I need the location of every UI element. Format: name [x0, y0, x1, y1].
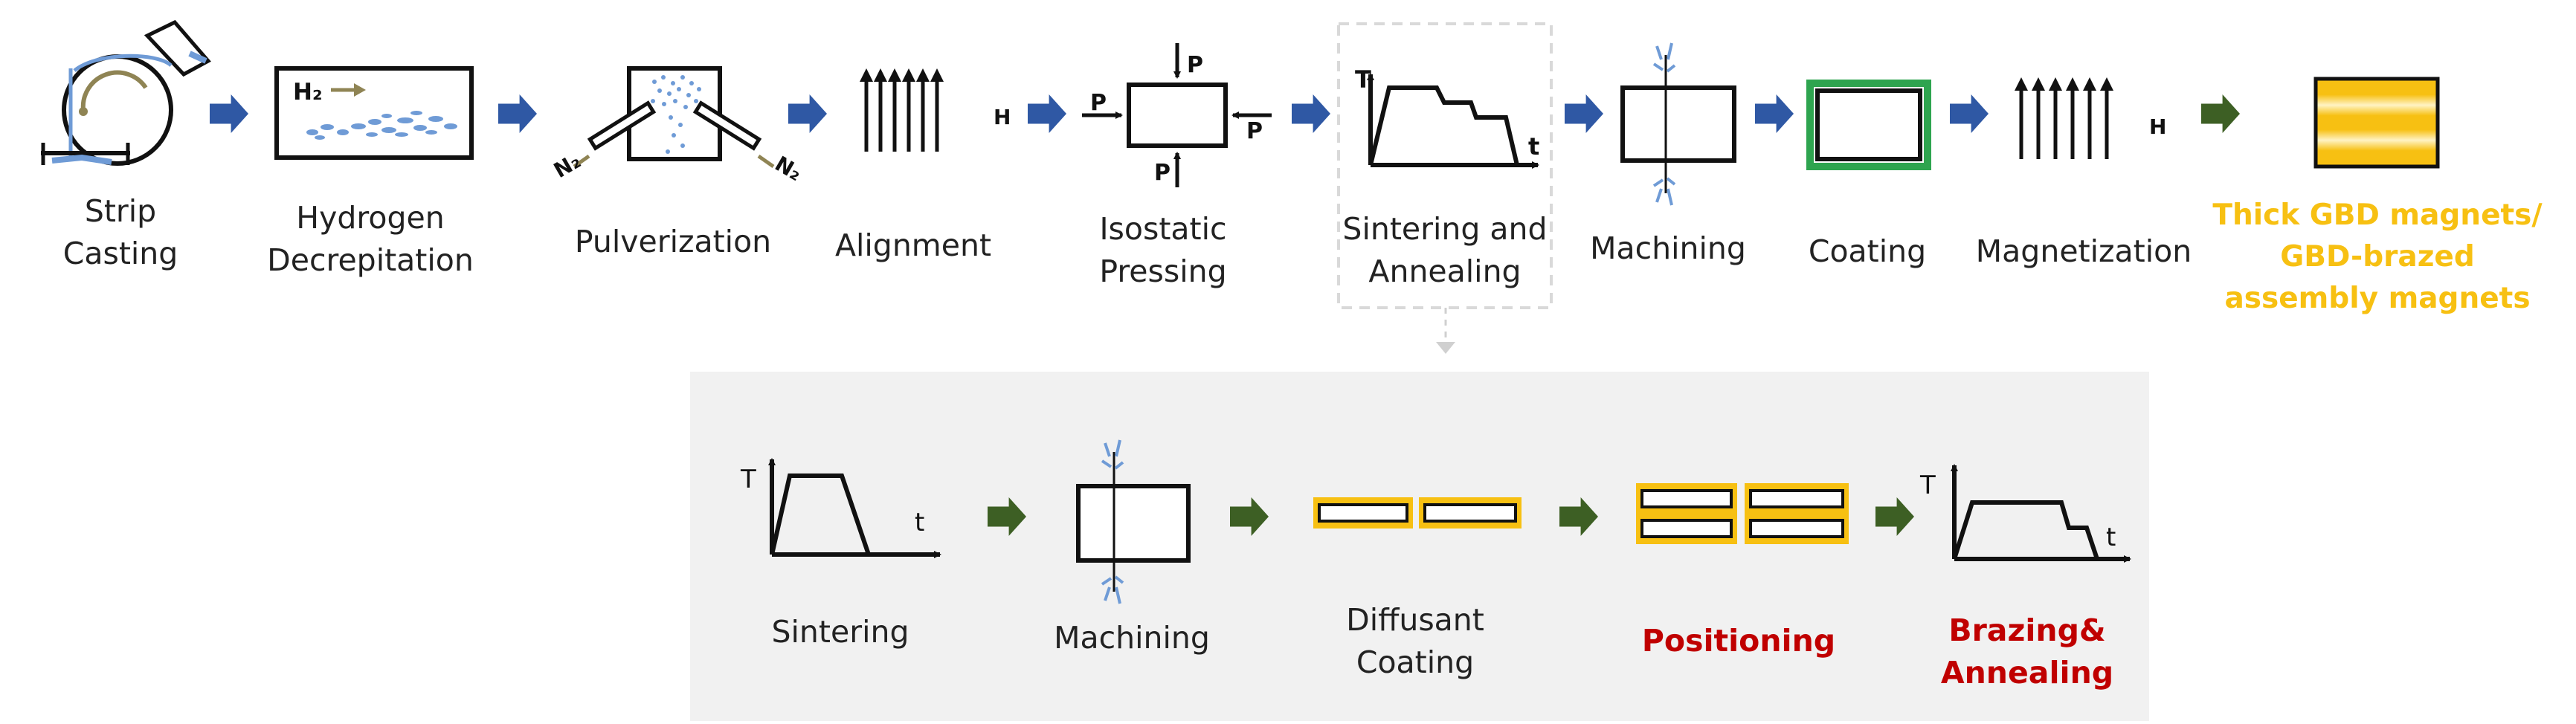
step-label-coating: Coating	[1808, 233, 1927, 269]
flow-arrow-9	[2201, 94, 2240, 133]
flow-arrow-7	[1755, 94, 1794, 133]
alignment-icon-arrowhead	[916, 68, 930, 82]
flow-arrow-4	[1028, 94, 1066, 133]
magnetization-icon-arrowhead	[2083, 77, 2096, 91]
time-axis-label: t	[1528, 132, 1539, 161]
n2-label-right: N₂	[771, 151, 806, 185]
h2-label: H₂	[293, 79, 323, 106]
isostatic-pressing-icon: P P P P	[1082, 43, 1272, 187]
magnetization-icon-arrowhead	[2049, 77, 2062, 91]
step-label-pulverization: Pulverization	[574, 224, 772, 259]
gbd-magnet-block	[2313, 77, 2440, 169]
alignment-icon-arrowhead	[902, 68, 915, 82]
alignment-icon	[860, 68, 944, 152]
pulverization-icon: N₂ N₂	[550, 66, 806, 186]
step-label-machining: Machining	[1590, 230, 1746, 266]
flow-arrow-8	[1950, 94, 1989, 133]
magnetization-field-label: H	[2149, 114, 2166, 139]
flow-arrow-1	[210, 94, 248, 133]
sub-flow-arrows	[988, 497, 1914, 536]
brazing-time-axis-label: t	[2106, 523, 2116, 552]
magnetization-icon-arrowhead	[2100, 77, 2113, 91]
sub-flow-arrow-1	[988, 497, 1026, 536]
pressure-label-right: P	[1246, 118, 1263, 144]
alignment-icon-arrowhead	[874, 68, 887, 82]
flow-arrow-6	[1565, 94, 1603, 133]
flow-arrow-2	[498, 94, 537, 133]
n2-label-left: N₂	[550, 149, 585, 183]
sub-temperature-axis-label: T	[740, 465, 756, 494]
step-label-alignment: Alignment	[834, 227, 992, 263]
brazing-temperature-axis-label: T	[1919, 471, 1936, 500]
sub-flow-arrow-2	[1230, 497, 1269, 536]
sub-label-sintering: Sintering	[771, 614, 909, 650]
sintering-annealing-icon: T t	[1355, 65, 1539, 169]
sub-label-brazing-annealing: Brazing&Annealing	[1940, 613, 2114, 691]
sintering-curve-icon: T t	[740, 458, 941, 558]
powder-particles	[306, 111, 457, 140]
sub-machining-icon	[1076, 439, 1191, 604]
pressure-label-top: P	[1187, 52, 1203, 78]
pressure-label-bottom: P	[1154, 160, 1171, 186]
coating-icon	[1806, 80, 1931, 170]
magnetization-icon-arrowhead	[2066, 77, 2079, 91]
flow-arrow-5	[1292, 94, 1330, 133]
flow-arrows	[210, 94, 2240, 133]
sub-flow-arrow-4	[1875, 497, 1914, 536]
sub-label-positioning: Positioning	[1641, 623, 1836, 659]
pressure-label-left: P	[1090, 90, 1107, 116]
sub-flow-arrow-3	[1559, 497, 1598, 536]
step-label-magnetization: Magnetization	[1975, 233, 2192, 269]
machining-icon	[1620, 42, 1736, 206]
temperature-axis-label: T	[1355, 65, 1371, 94]
flow-arrow-3	[788, 94, 827, 133]
hydrogen-decrepitation-icon: H₂	[274, 66, 474, 160]
sub-process-panel	[690, 372, 2149, 721]
magnetization-icon-arrowhead	[2032, 77, 2045, 91]
alignment-field-label: H	[994, 105, 1011, 129]
strip-casting-icon	[41, 19, 211, 166]
diffusant-coating-icon	[1313, 497, 1522, 529]
sub-label-machining: Machining	[1054, 620, 1210, 656]
alignment-icon-arrowhead	[860, 68, 873, 82]
sub-time-axis-label: t	[915, 508, 924, 537]
expand-pointer	[1436, 308, 1455, 354]
magnetization-icon	[2015, 77, 2113, 159]
brazing-annealing-curve-icon: T t	[1919, 464, 2131, 563]
magnetization-icon-arrowhead	[2015, 77, 2028, 91]
alignment-icon-arrowhead	[888, 68, 901, 82]
positioning-icon	[1636, 483, 1849, 544]
alignment-icon-arrowhead	[930, 68, 944, 82]
